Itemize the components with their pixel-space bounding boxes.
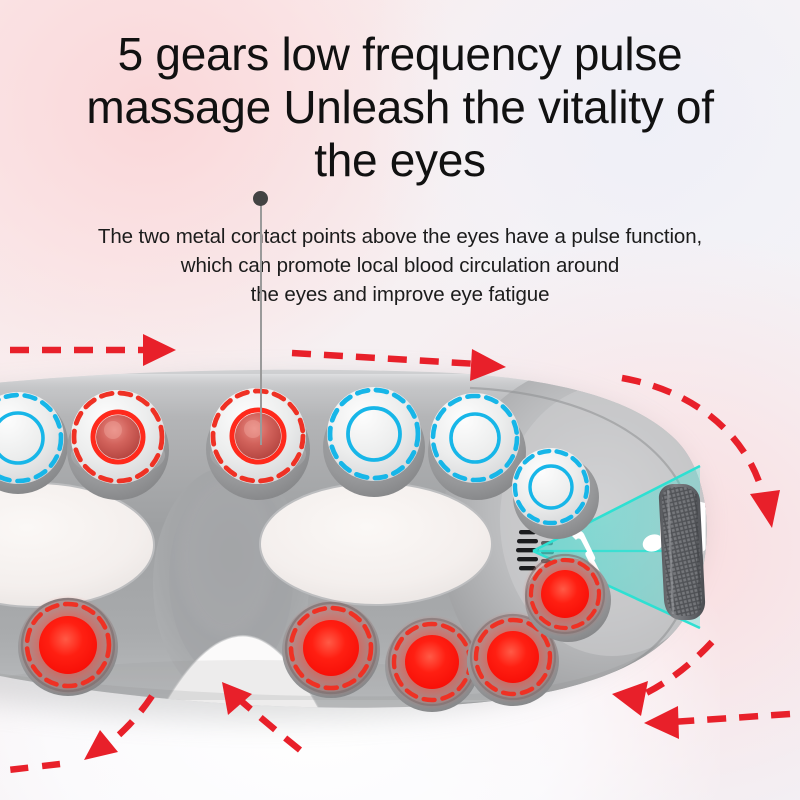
node-bottom-5-red bbox=[522, 551, 611, 642]
subheadline-line-2: which can promote local blood circulatio… bbox=[180, 254, 620, 278]
callout-pointer-line bbox=[260, 200, 262, 445]
subheadline-line-1: The two metal contact points above the e… bbox=[97, 225, 703, 248]
node-bottom-4-red bbox=[467, 611, 559, 706]
flow-arrows bbox=[7, 334, 791, 774]
node-bottom-3-red bbox=[385, 615, 479, 712]
node-bottom-2-red bbox=[282, 599, 380, 698]
page-subheadline: The two metal contact points above the e… bbox=[40, 222, 760, 309]
headline-line-1: 5 gears low frequency pulse bbox=[117, 28, 683, 80]
node-top-2-red-metal bbox=[67, 390, 169, 500]
page-headline: 5 gears low frequency pulse massage Unle… bbox=[40, 28, 760, 187]
textured-hinge-panel bbox=[658, 484, 706, 620]
node-top-6-cyan bbox=[512, 448, 599, 539]
arrow-top-center bbox=[291, 349, 506, 381]
arrow-bottom-left-stub bbox=[7, 760, 61, 774]
callout-pointer-dot bbox=[253, 191, 268, 206]
arrow-bottom-center-left bbox=[84, 694, 155, 760]
headline-line-3: the eyes bbox=[314, 133, 486, 186]
node-top-5-cyan bbox=[428, 393, 526, 500]
node-top-3-red-metal-contact-point bbox=[206, 388, 310, 500]
node-bottom-1-red bbox=[18, 595, 118, 696]
node-top-1-cyan bbox=[0, 392, 68, 494]
arrow-bottom-center-right bbox=[222, 682, 303, 753]
arrow-right-curve bbox=[621, 374, 780, 528]
arrow-top-left bbox=[10, 334, 176, 366]
subheadline-line-3: the eyes and improve eye fatigue bbox=[250, 283, 550, 307]
headline-line-2: massage Unleash the vitality of bbox=[86, 80, 714, 133]
arrow-bottom-right-diagonal bbox=[612, 639, 715, 716]
massage-nodes bbox=[0, 387, 611, 712]
arrow-bottom-right bbox=[644, 706, 791, 739]
node-top-4-cyan bbox=[323, 387, 425, 497]
